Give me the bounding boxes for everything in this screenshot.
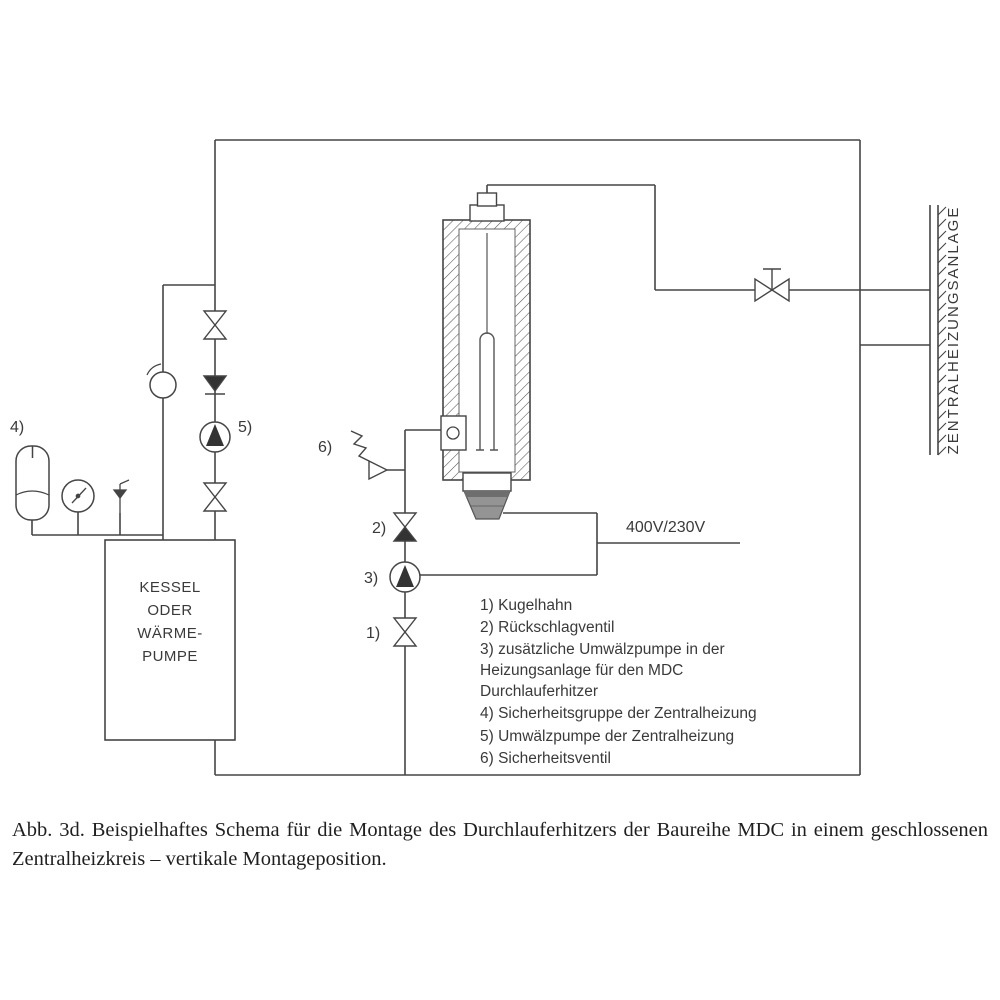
pipe-main-loop [214, 139, 861, 776]
wall-label: ZENTRALHEIZUNGSANLAGE [945, 206, 962, 455]
safety-valve-6 [350, 430, 389, 481]
pipe-heater-outlet [486, 184, 930, 346]
label-2: 2) [372, 520, 386, 537]
label-6: 6) [318, 439, 332, 456]
heater-side-fitting-nut [446, 426, 460, 440]
figure-caption: Abb. 3d. Beispielhaftes Schema für die M… [12, 819, 988, 871]
heater-top-cap [469, 204, 505, 222]
legend-item-5: 5) Umwälzpumpe der Zentralheizung [480, 728, 734, 745]
pump-3-heater-circuit [389, 561, 421, 593]
heater-bottom-cone-band [464, 491, 510, 497]
ball-valve-1 [392, 617, 418, 647]
heater-bottom-neck [462, 472, 512, 492]
legend: 1) Kugelhahn 2) Rückschlagventil 3) zusä… [480, 597, 757, 767]
check-valve-left [202, 375, 228, 395]
safety-group-vent-icon [112, 479, 130, 513]
schematic-diagram: KESSEL ODER WÄRME- PUMPE [10, 139, 962, 776]
pipe-network [31, 139, 930, 776]
label-3: 3) [364, 570, 378, 587]
pressure-gauge [61, 479, 95, 513]
label-5: 5) [238, 419, 252, 436]
legend-item-2: 2) Rückschlagventil [480, 619, 614, 636]
boiler-label-line4: PUMPE [142, 648, 198, 665]
heater-unit [440, 192, 531, 520]
boiler-label-line2: ODER [147, 602, 192, 619]
pipe-safety-group-branch [31, 512, 163, 536]
check-valve-2 [392, 512, 418, 542]
expansion-vessel [15, 445, 50, 521]
wall-hatching [937, 206, 947, 456]
shutoff-valve-top-right [754, 268, 790, 303]
label-4: 4) [10, 419, 24, 436]
ball-valve-lower-left [202, 482, 228, 512]
legend-item-1: 1) Kugelhahn [480, 597, 572, 614]
legend-item-3b: Heizungsanlage für den MDC [480, 662, 683, 679]
legend-item-3: 3) zusätzliche Umwälzpumpe in der [480, 641, 725, 658]
riser-component-circle [146, 363, 177, 399]
label-1: 1) [366, 625, 380, 642]
voltage-label: 400V/230V [626, 519, 706, 536]
legend-item-4: 4) Sicherheitsgruppe der Zentralheizung [480, 705, 757, 722]
legend-item-6: 6) Sicherheitsventil [480, 750, 611, 767]
legend-item-3c: Durchlauferhitzer [480, 683, 598, 700]
heating-element [476, 332, 498, 451]
boiler-label-line3: WÄRME- [137, 625, 203, 642]
boiler-label-line1: KESSEL [139, 579, 200, 596]
pipe-electric-supply [419, 512, 740, 576]
pipe-return-riser [162, 284, 215, 540]
boiler-box: KESSEL ODER WÄRME- PUMPE [104, 539, 236, 741]
ball-valve-top-left [202, 310, 228, 340]
pipe-heater-riser [387, 429, 443, 775]
wall-interface [929, 205, 947, 456]
pump-5-circulation [199, 421, 231, 453]
heater-top-nipple [476, 192, 498, 207]
